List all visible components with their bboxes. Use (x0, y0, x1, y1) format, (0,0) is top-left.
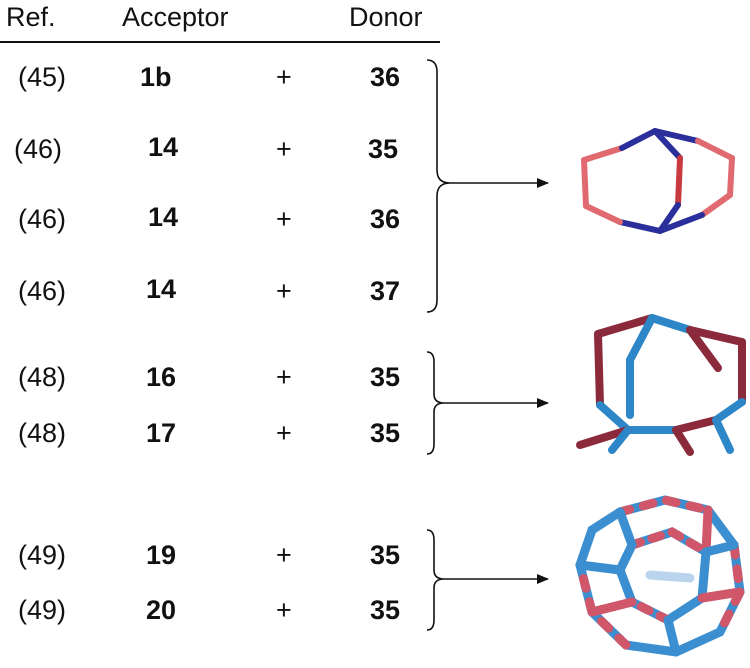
adamantanoid-cage-structure (576, 314, 746, 456)
row-ref: (46) (18, 276, 67, 306)
row-acceptor: 16 (146, 362, 177, 392)
header-ref: Ref. (6, 2, 56, 32)
row-ref: (49) (18, 595, 67, 625)
row-donor: 36 (370, 204, 401, 234)
row-donor: 35 (368, 134, 399, 164)
row-donor: 35 (370, 418, 401, 448)
row-donor: 36 (370, 62, 401, 92)
row-plus: + (276, 134, 292, 164)
bracket-group-2 (426, 351, 445, 455)
row-donor: 35 (370, 362, 401, 392)
row-ref: (46) (18, 204, 67, 234)
row-plus: + (276, 62, 292, 92)
row-plus: + (276, 362, 292, 392)
row-donor: 35 (370, 540, 401, 570)
bracket-group-1 (426, 59, 451, 313)
header-donor: Donor (349, 2, 423, 32)
row-acceptor: 14 (148, 132, 179, 162)
row-acceptor: 14 (146, 274, 177, 304)
header-acceptor: Acceptor (122, 2, 229, 32)
row-donor: 37 (370, 276, 401, 306)
row-ref: (49) (18, 540, 67, 570)
row-ref: (45) (18, 62, 67, 92)
bicyclic-cage-structure (581, 128, 735, 234)
row-ref: (46) (14, 134, 63, 164)
row-plus: + (276, 204, 292, 234)
bracket-group-3 (426, 529, 445, 631)
row-ref: (48) (18, 418, 67, 448)
dodecahedral-cage-structure (575, 495, 745, 657)
row-plus: + (276, 595, 292, 625)
row-acceptor: 20 (146, 595, 177, 625)
row-plus: + (276, 276, 292, 306)
row-acceptor: 17 (146, 418, 177, 448)
row-acceptor: 19 (146, 540, 177, 570)
row-ref: (48) (18, 362, 67, 392)
header-rule (0, 41, 440, 43)
row-acceptor: 14 (148, 202, 179, 232)
row-acceptor: 1b (140, 62, 172, 92)
row-plus: + (276, 540, 292, 570)
row-donor: 35 (370, 595, 401, 625)
row-plus: + (276, 418, 292, 448)
